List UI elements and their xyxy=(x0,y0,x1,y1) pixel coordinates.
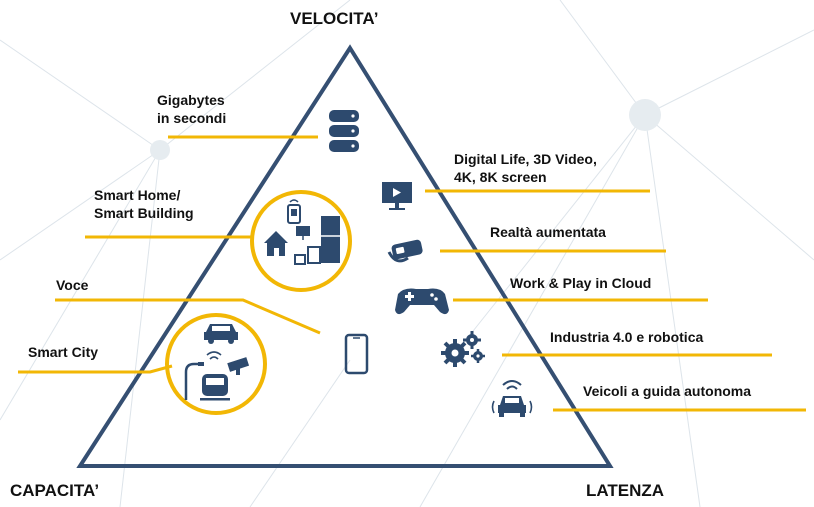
smart-home-icon xyxy=(264,199,340,265)
label-voce: Voce xyxy=(56,277,89,293)
smart-city-circle xyxy=(165,313,267,415)
label-veicoli: Veicoli a guida autonoma xyxy=(583,383,752,399)
line-smart-city xyxy=(18,364,173,374)
smart-city-icon xyxy=(184,324,250,401)
label-work-play: Work & Play in Cloud xyxy=(510,275,652,291)
main-triangle xyxy=(76,44,614,468)
smartphone-icon xyxy=(344,333,369,375)
line-voce xyxy=(55,298,321,335)
gamepad-icon xyxy=(395,288,449,315)
label-capacita: CAPACITA’ xyxy=(10,481,100,500)
vr-headset-icon xyxy=(387,239,423,263)
label-digital-life: Digital Life, 3D Video, 4K, 8K screen xyxy=(454,151,597,185)
gears-icon xyxy=(441,331,485,367)
label-gigabytes: Gigabytes in secondi xyxy=(157,92,227,126)
connector-lines xyxy=(18,135,806,412)
background-nodes xyxy=(150,99,661,160)
label-latenza: LATENZA xyxy=(586,481,665,500)
label-smart-home: Smart Home/ Smart Building xyxy=(94,187,194,221)
smart-home-circle xyxy=(250,190,352,292)
database-icon xyxy=(329,110,359,152)
label-industria: Industria 4.0 e robotica xyxy=(550,329,704,345)
label-realta: Realtà aumentata xyxy=(490,224,606,240)
label-velocita: VELOCITA’ xyxy=(290,9,379,28)
autonomous-car-icon xyxy=(491,380,533,417)
monitor-play-icon xyxy=(382,182,412,210)
label-smart-city: Smart City xyxy=(28,344,99,360)
